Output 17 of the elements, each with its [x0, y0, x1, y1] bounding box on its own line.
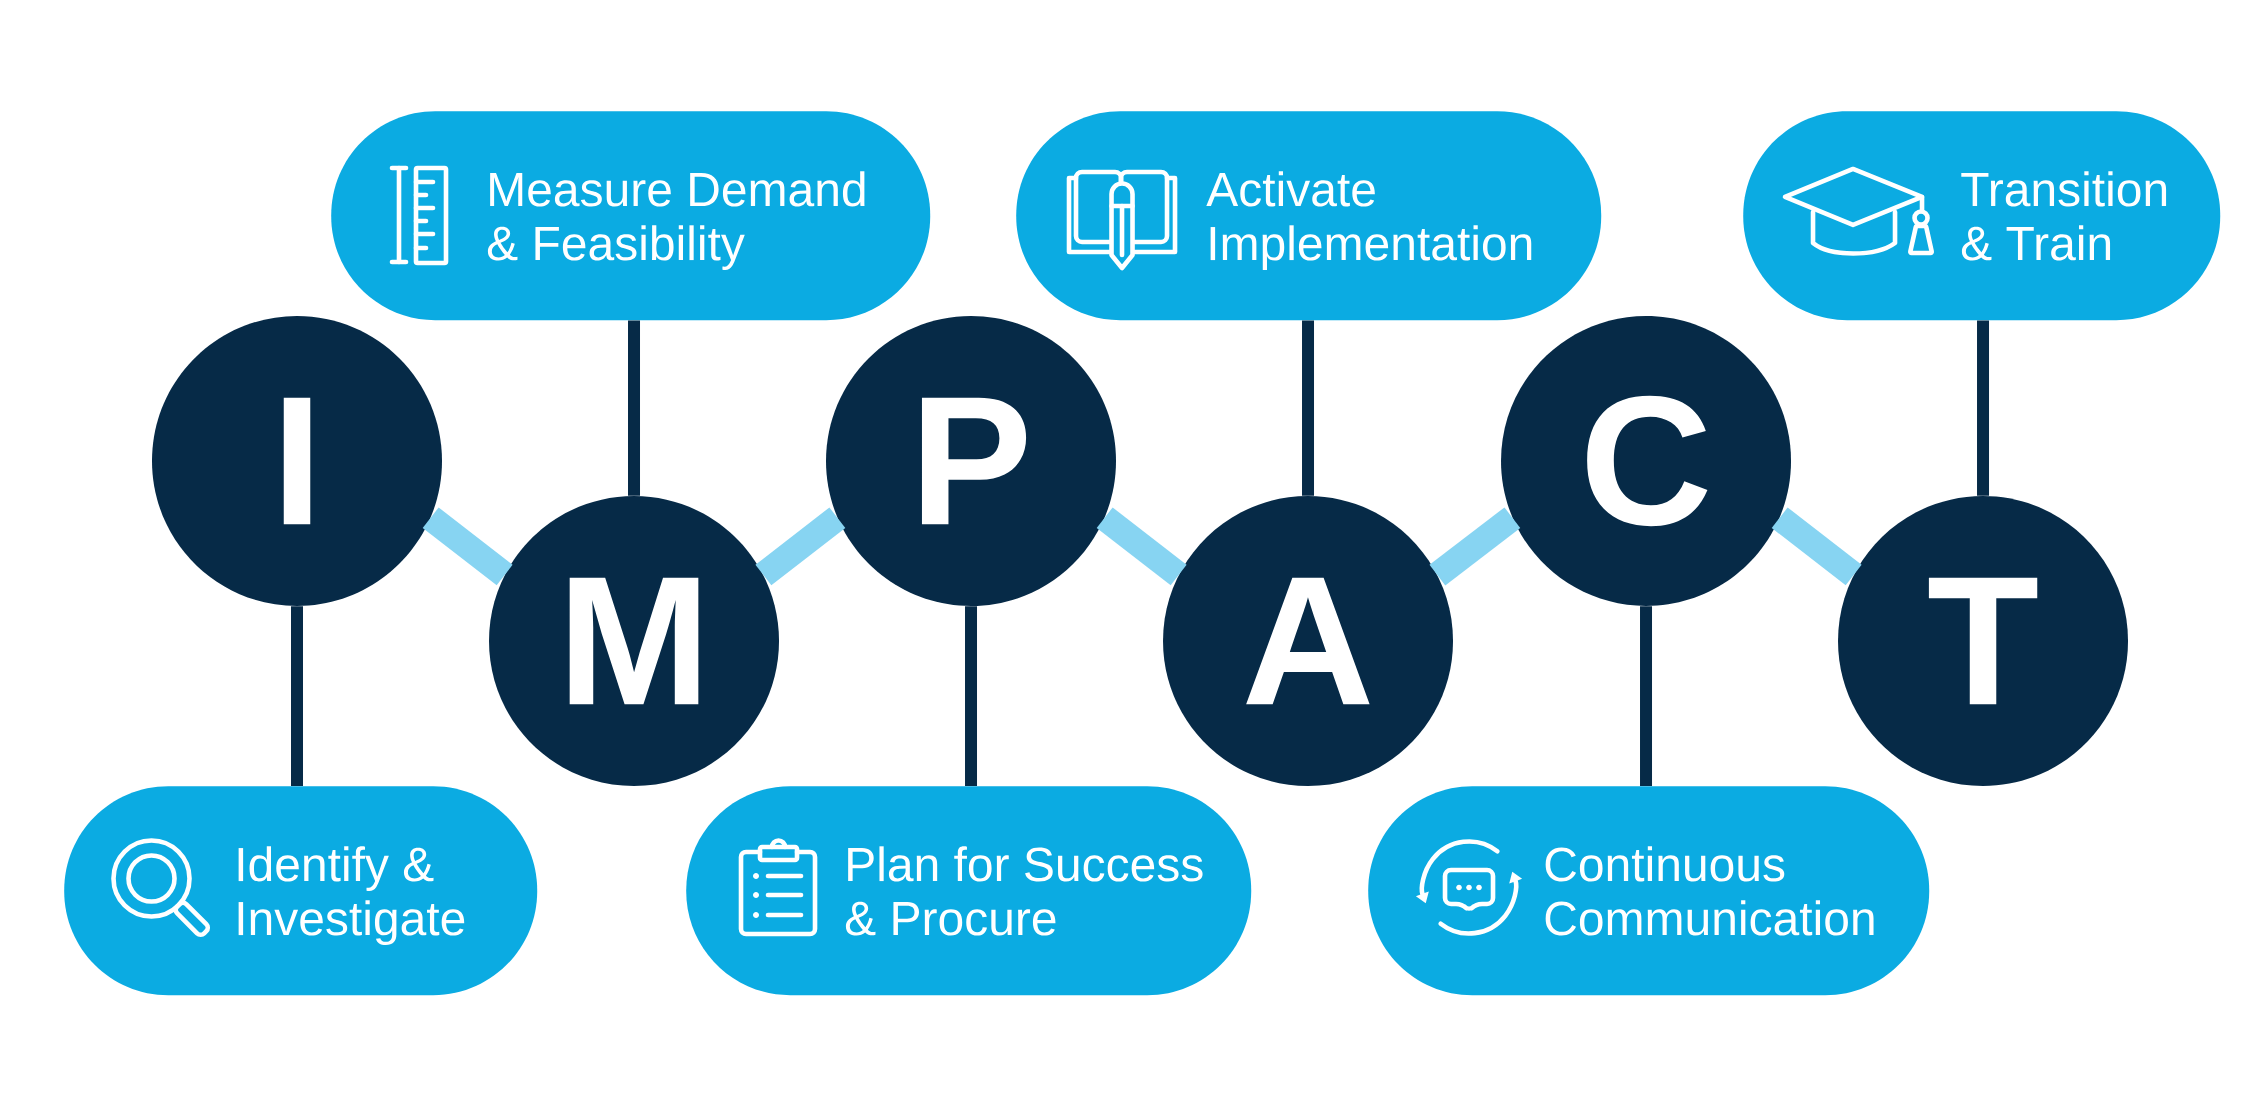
- step-box: Plan for Success & Procure: [686, 786, 1252, 996]
- connector-line: [628, 320, 640, 496]
- connector-line: [1302, 320, 1314, 496]
- connector-band: [1429, 507, 1521, 586]
- connector-band: [1096, 507, 1187, 586]
- step-box: Activate Implementation: [1016, 111, 1602, 321]
- connector-line: [965, 606, 977, 786]
- connector-line: [1977, 320, 1989, 496]
- step-box: Identify & Investigate: [64, 786, 538, 996]
- connector-line: [1640, 606, 1652, 786]
- step-box: Measure Demand & Feasibility: [331, 111, 931, 321]
- step-box: Transition & Train: [1743, 111, 2221, 321]
- step-box: Continuous Communication: [1368, 786, 1930, 996]
- connector-band: [1771, 507, 1862, 586]
- connector-line: [291, 606, 303, 786]
- connector-band: [755, 507, 846, 586]
- connector-band: [422, 507, 513, 586]
